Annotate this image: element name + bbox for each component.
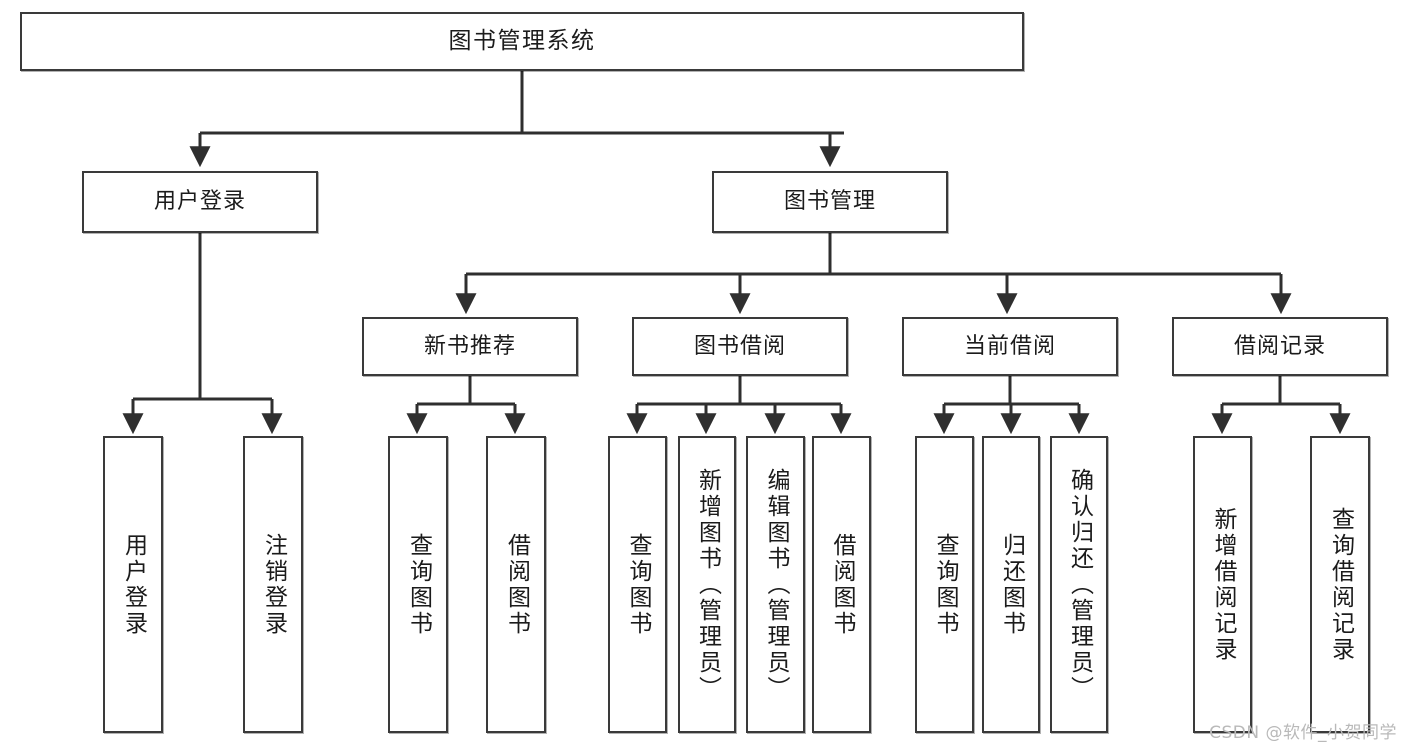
- leaf-borrow-book-borrow[interactable]: 借阅图书: [812, 436, 871, 733]
- leaf-edit-book-admin[interactable]: 编辑图书（管理员）: [746, 436, 805, 733]
- node-current-borrow[interactable]: 当前借阅: [902, 317, 1118, 376]
- node-root-book-management-system[interactable]: 图书管理系统: [20, 12, 1024, 71]
- leaf-query-book-borrow[interactable]: 查询图书: [608, 436, 667, 733]
- csdn-watermark: CSDN @软件_小贺同学: [1209, 723, 1397, 743]
- node-label: 借阅图书: [503, 532, 530, 637]
- node-book-management[interactable]: 图书管理: [712, 171, 948, 233]
- leaf-add-book-admin[interactable]: 新增图书（管理员）: [678, 436, 736, 733]
- node-borrow-record[interactable]: 借阅记录: [1172, 317, 1388, 376]
- node-book-borrow[interactable]: 图书借阅: [632, 317, 848, 376]
- node-label: 图书管理: [783, 189, 876, 215]
- leaf-logout-login[interactable]: 注销登录: [243, 436, 303, 733]
- node-label: 图书借阅: [693, 333, 786, 359]
- node-label: 新书推荐: [423, 333, 516, 359]
- node-label: 查询图书: [932, 532, 958, 637]
- node-label: 注销登录: [260, 532, 287, 637]
- leaf-borrow-book-new-recommend[interactable]: 借阅图书: [486, 436, 546, 733]
- node-user-login[interactable]: 用户登录: [82, 171, 318, 233]
- node-label: 查询图书: [625, 532, 651, 637]
- node-new-book-recommend[interactable]: 新书推荐: [362, 317, 578, 376]
- node-label: 借阅记录: [1233, 333, 1326, 359]
- leaf-confirm-return-admin[interactable]: 确认归还（管理员）: [1050, 436, 1108, 733]
- node-label: 用户登录: [153, 189, 246, 215]
- leaf-query-borrow-record[interactable]: 查询借阅记录: [1310, 436, 1370, 733]
- node-label: 归还图书: [998, 532, 1025, 637]
- node-label: 查询借阅记录: [1327, 506, 1354, 663]
- leaf-user-login[interactable]: 用户登录: [103, 436, 163, 733]
- node-label: 新增图书（管理员）: [694, 467, 721, 702]
- leaf-add-borrow-record[interactable]: 新增借阅记录: [1193, 436, 1252, 733]
- node-label: 编辑图书（管理员）: [763, 467, 789, 702]
- leaf-query-book-new-recommend[interactable]: 查询图书: [388, 436, 448, 733]
- node-label: 查询图书: [405, 532, 432, 637]
- node-label: 借阅图书: [829, 532, 855, 637]
- leaf-return-book[interactable]: 归还图书: [982, 436, 1040, 733]
- node-label: 图书管理系统: [448, 27, 596, 54]
- node-label: 新增借阅记录: [1210, 506, 1236, 663]
- node-label: 确认归还（管理员）: [1066, 467, 1093, 702]
- leaf-query-book-current[interactable]: 查询图书: [915, 436, 974, 733]
- node-label: 当前借阅: [963, 333, 1056, 359]
- node-label: 用户登录: [120, 532, 147, 637]
